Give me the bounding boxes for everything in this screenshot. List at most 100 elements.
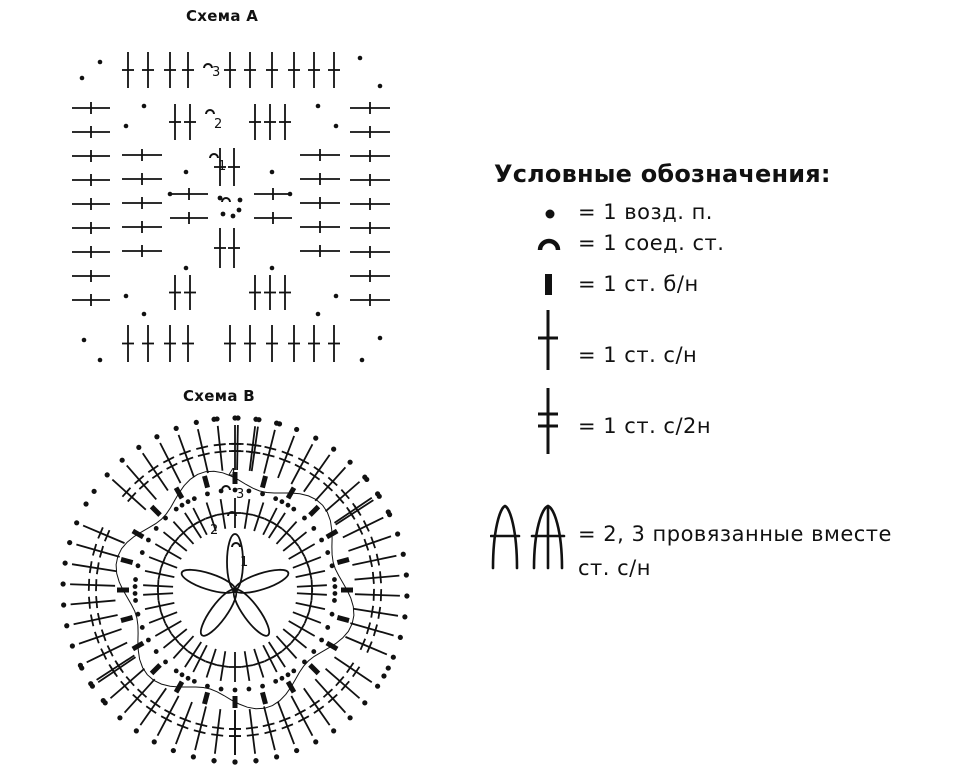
- stitch-crossbar: [166, 462, 178, 470]
- double-crochet-mark: [345, 636, 388, 656]
- double-crochet-mark: [250, 426, 259, 472]
- chain-stitch-mark: [230, 213, 236, 219]
- double-crochet-mark: [277, 701, 295, 745]
- single-crochet-mark: [336, 557, 350, 565]
- chain-stitch-mark: [325, 550, 331, 555]
- round-number: 2: [214, 117, 222, 132]
- stitch-crossbar: [213, 443, 226, 447]
- double-crochet-mark: [109, 668, 146, 699]
- chain-stitch-mark: [315, 311, 321, 317]
- chain-stitch-mark: [154, 434, 160, 440]
- stitch-crossbar: [212, 726, 225, 730]
- slip-stitch-icon: [537, 238, 561, 251]
- double-crochet-mark: [303, 454, 331, 493]
- stitch-crossbar: [264, 445, 277, 451]
- chain-stitch-mark: [294, 426, 300, 433]
- chain-stitch-mark: [183, 265, 189, 271]
- chain-stitch-mark: [291, 506, 297, 512]
- stitch-crossbar: [170, 536, 180, 547]
- chain-stitch-mark: [69, 643, 75, 649]
- chain-stitch-mark: [331, 446, 337, 452]
- double-crochet-mark: [70, 583, 116, 587]
- stitch-crossbar: [353, 504, 362, 516]
- chain-stitch-mark: [133, 728, 139, 734]
- chain-stitch-mark: [362, 700, 368, 706]
- chain-stitch-mark: [211, 758, 217, 764]
- double-crochet-mark: [263, 429, 276, 474]
- stitch-crossbar: [352, 666, 361, 678]
- chain-stitch-mark: [325, 625, 331, 630]
- chain-stitch-mark: [269, 169, 275, 175]
- legend-item-double-crochet: = 1 ст. с/н: [578, 343, 698, 367]
- stitch-crossbar: [281, 528, 292, 538]
- stitch-crossbar: [179, 716, 192, 723]
- legend-item-slip-stitch: = 1 соед. ст.: [578, 231, 725, 255]
- chain-stitch-mark: [81, 337, 87, 343]
- chain-stitch-mark: [179, 502, 185, 508]
- stitch-crossbar: [297, 457, 310, 465]
- chain-stitch-mark: [153, 649, 159, 654]
- chain-stitch-mark: [332, 577, 337, 582]
- chain-stitch-mark: [313, 739, 319, 745]
- stitch-crossbar: [181, 456, 194, 463]
- chain-stitch-mark: [313, 435, 319, 441]
- chain-stitch-mark: [332, 591, 338, 596]
- petal-mark: [180, 568, 237, 594]
- chain-stitch-mark: [287, 191, 293, 197]
- slip-stitch-mark: [203, 63, 213, 69]
- chain-stitch-icon: [545, 209, 555, 219]
- chain-stitch-mark: [285, 502, 291, 508]
- stitch-crossbar: [97, 612, 102, 625]
- chain-stitch-mark: [139, 550, 145, 555]
- double-crochet-mark: [70, 599, 116, 606]
- stitch-crossbar: [346, 662, 355, 674]
- chain-stitch-mark: [274, 420, 280, 426]
- chain-stitch-mark: [359, 357, 365, 363]
- double-crochet-mark: [139, 687, 167, 726]
- single-crochet-mark: [202, 691, 210, 705]
- chain-stitch-mark: [302, 659, 307, 665]
- chain-stitch-mark: [205, 491, 210, 497]
- double-crochet-mark: [333, 496, 373, 524]
- double-crochet-icon: [538, 310, 558, 370]
- double-crochet-mark: [290, 443, 314, 485]
- stitch-crossbar: [347, 508, 356, 520]
- stitch-crossbar: [246, 443, 259, 447]
- chain-stitch-mark: [88, 681, 94, 687]
- double-crochet-mark: [324, 481, 361, 512]
- chain-stitch-mark: [79, 75, 85, 81]
- chain-stitch-mark: [139, 625, 145, 630]
- stitch-crossbar: [335, 493, 345, 504]
- chain-stitch-mark: [100, 697, 106, 704]
- chain-stitch-mark: [119, 457, 125, 463]
- stitch-crossbar: [335, 676, 345, 687]
- single-crochet-mark: [260, 691, 268, 705]
- stitch-crossbar: [262, 452, 275, 458]
- stitch-crossbar: [313, 705, 325, 714]
- stitch-crossbar: [205, 514, 218, 520]
- chain-stitch-mark: [329, 611, 335, 617]
- chain-stitch-mark: [377, 335, 383, 341]
- chain-stitch-mark: [163, 659, 168, 665]
- stitch-crossbar: [187, 521, 199, 530]
- slip-stitch-mark: [209, 153, 219, 159]
- stitch-crossbar: [164, 622, 173, 635]
- chain-stitch-mark: [220, 211, 226, 217]
- chain-stitch-mark: [319, 637, 325, 643]
- double-crochet-mark: [314, 678, 347, 714]
- chain-stitch-mark: [291, 668, 297, 674]
- stitch-crossbar: [121, 487, 132, 498]
- chain-stitch-mark: [167, 191, 173, 197]
- petal-mark: [199, 588, 238, 637]
- chain-stitch-mark: [260, 491, 265, 497]
- double-crochet-mark: [335, 499, 374, 526]
- stitch-crossbar: [164, 709, 176, 717]
- double-crochet-mark: [303, 687, 331, 726]
- chain-stitch-mark: [377, 83, 383, 89]
- stitch-crossbar: [327, 693, 338, 704]
- stitch-crossbar: [178, 528, 189, 538]
- chain-stitch-mark: [133, 577, 138, 582]
- single-crochet-mark: [202, 475, 210, 489]
- chain-stitch-mark: [123, 123, 129, 129]
